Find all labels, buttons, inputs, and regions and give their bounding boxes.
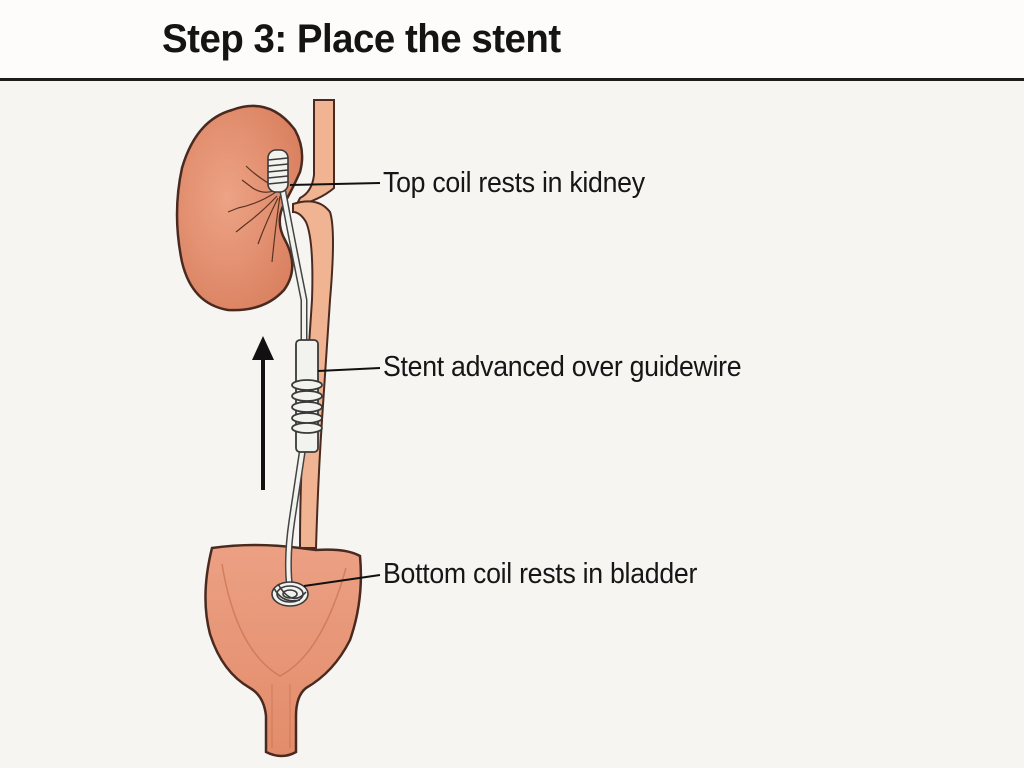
leader-top-coil xyxy=(289,182,381,186)
urethra-inner xyxy=(271,684,291,748)
leader-bottom-coil xyxy=(303,574,381,587)
page-title: Step 3: Place the stent xyxy=(162,17,561,61)
label-top-coil: Top coil rests in kidney xyxy=(383,167,645,199)
header-band xyxy=(0,0,1024,80)
bladder xyxy=(204,543,363,758)
stent-tube-core xyxy=(281,190,306,592)
bottom-coil xyxy=(271,581,309,607)
top-coil xyxy=(267,149,289,193)
title-divider xyxy=(0,78,1024,81)
leader-stent xyxy=(317,367,381,372)
label-stent: Stent advanced over guidewire xyxy=(383,351,742,383)
label-bottom-coil: Bottom coil rests in bladder xyxy=(383,558,698,590)
stent-body xyxy=(291,339,323,453)
bladder-inner-wall xyxy=(221,563,347,677)
advance-arrow xyxy=(252,336,274,490)
